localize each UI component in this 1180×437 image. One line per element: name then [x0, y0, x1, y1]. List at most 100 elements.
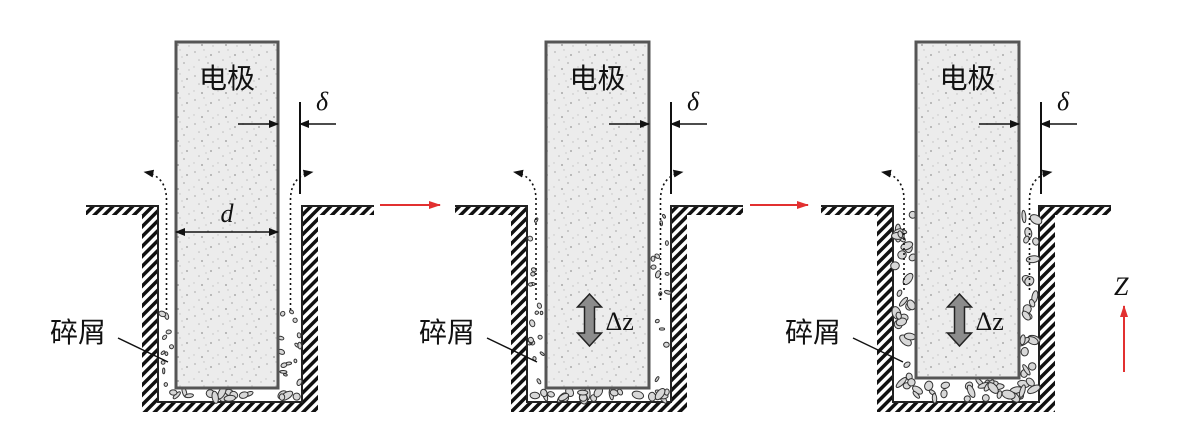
- debris-label: 碎屑: [419, 316, 475, 349]
- debris-chip: [165, 329, 172, 335]
- workpiece-surface-left: [821, 206, 893, 215]
- debris-chip: [280, 310, 286, 317]
- debris-chip: [663, 289, 672, 295]
- debris-chip: [662, 213, 666, 219]
- debris-chip: [654, 270, 662, 279]
- debris-chip: [1032, 237, 1040, 246]
- gap-symbol: δ: [687, 87, 700, 116]
- gap-symbol: δ: [316, 87, 329, 116]
- debris-chip: [663, 341, 670, 348]
- debris-chip: [292, 392, 301, 401]
- debris-chip: [1020, 347, 1029, 357]
- flushing-flow: [881, 169, 1053, 290]
- debris-chip: [296, 332, 302, 339]
- debris-chip: [539, 351, 545, 356]
- debris-chip: [527, 336, 535, 344]
- debris-chip: [981, 394, 990, 402]
- hole-outline: [86, 205, 374, 403]
- debris-leader-line: [852, 337, 904, 363]
- debris-leader-line: [117, 337, 169, 363]
- debris-chip: [654, 318, 660, 324]
- debris-chip: [654, 376, 660, 383]
- debris-chip: [161, 334, 168, 340]
- hole-wall-right: [671, 206, 687, 412]
- flushing-flow: [143, 169, 314, 310]
- hole-wall-right: [302, 206, 318, 412]
- debris-chip: [940, 381, 951, 390]
- debris-chip: [296, 378, 303, 387]
- debris-particles: [890, 209, 1043, 404]
- flow-path-right: [659, 169, 684, 300]
- process-stage-3: 电极 δ 碎屑 Δz: [785, 40, 1111, 412]
- delta-z-label: Δz: [606, 307, 634, 336]
- debris-chip: [289, 309, 294, 315]
- debris-chip: [897, 230, 904, 239]
- debris-chip: [169, 344, 174, 350]
- debris-chip: [1028, 298, 1036, 308]
- debris-chip: [278, 393, 286, 401]
- hole-wall-right: [1039, 206, 1055, 412]
- electrode: [914, 40, 1021, 380]
- debris-chip: [1029, 214, 1043, 225]
- debris-chip: [650, 264, 657, 270]
- electrode-label: 电极: [939, 62, 995, 95]
- debris-chip: [895, 377, 907, 388]
- hole-outline: [455, 205, 743, 403]
- diameter-symbol: d: [221, 199, 235, 228]
- debris-chip: [903, 361, 911, 368]
- debris-label: 碎屑: [785, 316, 841, 349]
- workpiece-surface-right: [302, 206, 374, 215]
- debris-chip: [293, 358, 298, 364]
- debris-chip: [283, 373, 288, 377]
- debris-chip: [547, 391, 555, 398]
- debris-chip: [897, 250, 907, 260]
- debris-chip: [1021, 209, 1027, 224]
- debris-chip: [223, 394, 236, 402]
- hole-wall-left: [511, 206, 527, 412]
- debris-chip: [1025, 255, 1041, 264]
- debris-chip: [1027, 384, 1041, 395]
- debris-chip: [890, 261, 900, 271]
- debris-chip: [577, 389, 589, 396]
- debris-chip: [536, 378, 542, 385]
- flushing-flow: [513, 169, 684, 300]
- debris-chip: [907, 378, 916, 387]
- debris-chip: [280, 362, 288, 368]
- debris-chip: [558, 392, 570, 402]
- debris-chip: [292, 317, 298, 323]
- debris-chip: [279, 369, 288, 374]
- debris-chip: [654, 387, 666, 401]
- debris-chip: [163, 382, 169, 387]
- debris-label: 碎屑: [50, 316, 106, 349]
- debris-chip: [238, 391, 249, 399]
- debris-chip: [896, 289, 903, 297]
- debris-chip: [609, 389, 619, 397]
- debris-chip: [1021, 310, 1031, 321]
- debris-chip: [650, 255, 656, 262]
- flow-path-right: [289, 169, 314, 310]
- electrode: [174, 40, 280, 390]
- debris-chip: [529, 391, 541, 400]
- debris-chip: [536, 302, 543, 309]
- debris-chip: [184, 393, 194, 399]
- debris-chip: [664, 271, 670, 276]
- debris-chip: [940, 389, 948, 399]
- delta-z-label: Δz: [976, 307, 1004, 336]
- debris-chip: [530, 267, 537, 273]
- debris-chip: [895, 311, 902, 320]
- debris-chip: [996, 390, 1003, 399]
- debris-chip: [906, 299, 916, 311]
- debris-particles: [526, 213, 672, 405]
- debris-chip: [631, 390, 645, 400]
- debris-chip: [169, 389, 178, 396]
- hole-floor: [142, 402, 318, 412]
- debris-chip: [966, 384, 976, 398]
- debris-chip: [963, 395, 971, 403]
- hole-wall-left: [877, 206, 893, 412]
- electrode: [544, 40, 651, 390]
- flow-path-left: [143, 169, 168, 310]
- gap-symbol: δ: [1057, 87, 1070, 116]
- debris-chip: [912, 390, 921, 399]
- debris-chip: [931, 393, 938, 404]
- debris-chip: [1023, 235, 1030, 244]
